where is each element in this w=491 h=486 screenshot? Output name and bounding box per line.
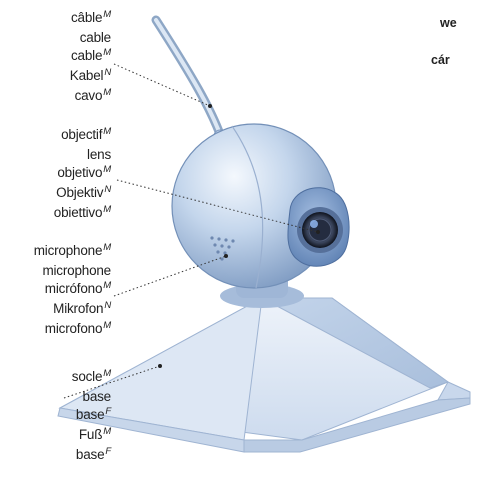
label-group-microphone: microphoneM microphone micrófonoM Mikrof… — [34, 242, 111, 340]
term-es: baseF — [72, 406, 111, 426]
term-it: microfonoM — [34, 320, 111, 340]
term-es: cableM — [70, 47, 111, 67]
term-it: obiettivoM — [54, 204, 111, 224]
term-fr: microphoneM — [34, 242, 111, 262]
term-fr: objectifM — [54, 126, 111, 146]
term-it: cavoM — [70, 87, 111, 107]
term-es: objetivoM — [54, 164, 111, 184]
term-fr: câbleM — [70, 9, 111, 29]
term-de: KabelN — [70, 67, 111, 87]
term-en: base — [72, 388, 111, 406]
cut-off-heading-2: cár — [431, 53, 450, 67]
term-de: ObjektivN — [54, 184, 111, 204]
term-en: cable — [70, 29, 111, 47]
term-de: FußM — [72, 426, 111, 446]
term-es: micrófonoM — [34, 280, 111, 300]
term-it: baseF — [72, 446, 111, 466]
term-en: lens — [54, 146, 111, 164]
term-en: microphone — [34, 262, 111, 280]
term-fr: socleM — [72, 368, 111, 388]
lens-assembly — [288, 188, 349, 267]
label-group-lens: objectifM lens objetivoM ObjektivN obiet… — [54, 126, 111, 224]
label-group-base: socleM base baseF FußM baseF — [72, 368, 111, 466]
term-de: MikrofonN — [34, 300, 111, 320]
cut-off-heading-1: we — [440, 16, 457, 30]
base-stand — [58, 298, 470, 452]
label-group-cable: câbleM cable cableM KabelN cavoM — [70, 9, 111, 107]
